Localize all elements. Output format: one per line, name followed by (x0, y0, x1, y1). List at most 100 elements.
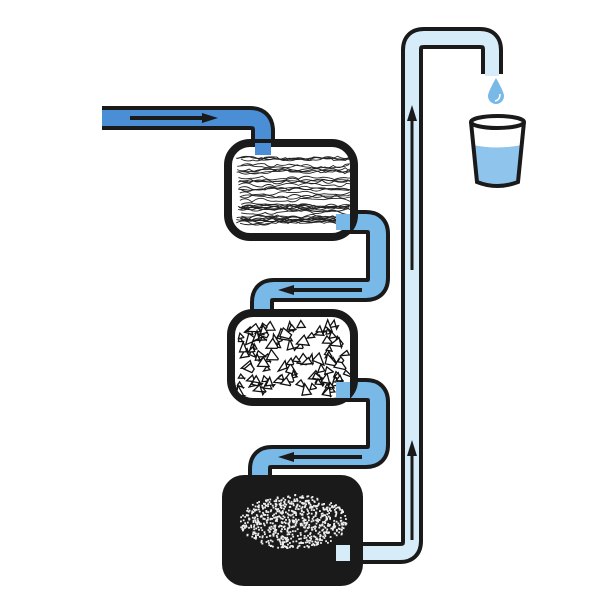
sand-grain (293, 525, 296, 528)
gravel-fragment (265, 348, 280, 361)
sand-grain (312, 543, 315, 545)
sand-grain (307, 534, 309, 537)
sand-grain (283, 545, 286, 548)
fiber-strand (239, 197, 350, 203)
sand-grain (314, 525, 317, 528)
sand-grain (327, 510, 329, 512)
gravel-fragment (324, 352, 338, 367)
sand-grain (311, 528, 313, 531)
fiber-strand (239, 194, 350, 199)
sand-grain (325, 518, 328, 521)
sand-grain (263, 524, 266, 527)
sand-grain (287, 500, 290, 502)
sand-grain (268, 544, 271, 546)
sand-grain (282, 504, 285, 507)
gravel-fragment (295, 319, 307, 329)
sand-grain (260, 515, 263, 518)
fiber-strand (237, 163, 350, 169)
sand-grain (254, 519, 257, 522)
sand-grain (251, 512, 253, 515)
sand-grain (322, 508, 325, 511)
sand-grain (261, 535, 264, 538)
sand-grain (314, 505, 317, 508)
sand-grain (255, 508, 258, 511)
sand-grain (276, 510, 279, 513)
sand-grain (283, 507, 285, 510)
sand-grain (305, 536, 308, 539)
sand-grain (267, 499, 269, 501)
gravel-fragment (256, 355, 271, 368)
sand-grain (301, 516, 304, 519)
sand-grain (301, 524, 304, 527)
sand-grain (242, 529, 244, 532)
sand-grain (288, 524, 291, 527)
sand-grain (307, 546, 310, 549)
sand-grain (328, 512, 330, 514)
sand-grain (340, 533, 343, 536)
sand-grain (333, 519, 336, 522)
sand-grain (282, 542, 284, 545)
sand-grain (287, 513, 290, 516)
sand-grain (308, 516, 310, 519)
sand-grain (296, 528, 299, 531)
sand-grain (324, 508, 327, 511)
inlet-pipe (102, 106, 275, 152)
sand-grain (299, 532, 302, 534)
sand-grain (287, 531, 290, 534)
sand-grain (258, 504, 260, 507)
sand-grain (242, 514, 244, 517)
sand-grain (295, 512, 297, 515)
sand-grain (258, 528, 260, 531)
sand-grain (304, 530, 307, 533)
arrow-up-icon (407, 440, 417, 540)
sand-grain (289, 546, 291, 549)
sand-grain (329, 510, 332, 512)
sand-grain (319, 538, 321, 540)
sand-grain (272, 527, 275, 530)
sand-grain (294, 508, 297, 510)
sand-grain (317, 520, 319, 523)
sand-grain (336, 529, 338, 531)
sand-grain (282, 546, 285, 549)
sand-grain (310, 537, 312, 540)
sand-grain (337, 522, 340, 525)
sand-grain (245, 514, 248, 516)
sand-grain (268, 527, 271, 530)
sand-grain (257, 534, 259, 536)
sand-grain (316, 505, 319, 507)
sand-grain (308, 502, 311, 505)
sand-grain (344, 522, 347, 524)
sand-grain (276, 520, 278, 522)
sand-grain (285, 538, 287, 541)
sand-grain (306, 495, 309, 498)
sand-grain (281, 535, 284, 538)
sand-grain (244, 522, 247, 524)
sand-grain (253, 524, 256, 527)
sand-grain (331, 528, 334, 531)
sand-grain (300, 507, 303, 510)
sand-grain (286, 547, 289, 549)
sand-grain (296, 535, 299, 537)
sand-grain (302, 520, 305, 522)
sand-grain (331, 506, 333, 509)
sand-grain (292, 510, 295, 513)
gravel-fragment (319, 371, 331, 385)
sand-grain (247, 514, 250, 517)
sand-grain (338, 531, 340, 534)
sand-grain (345, 518, 347, 520)
gravel-fragment (295, 334, 311, 347)
sand-grain (284, 505, 287, 508)
sand-grain (269, 518, 272, 521)
sand-grain (338, 528, 341, 530)
gravel-fragment (262, 365, 272, 372)
sand-grain (256, 521, 259, 524)
sand-grain (321, 524, 323, 527)
sand-grain (306, 499, 308, 502)
sand-grain (288, 533, 291, 536)
sand-grain (340, 512, 343, 515)
sand-grain (303, 502, 305, 505)
sand-grain (288, 526, 291, 529)
sand-grain (304, 506, 306, 509)
sand-grain (314, 536, 317, 538)
sand-grain (280, 543, 282, 546)
